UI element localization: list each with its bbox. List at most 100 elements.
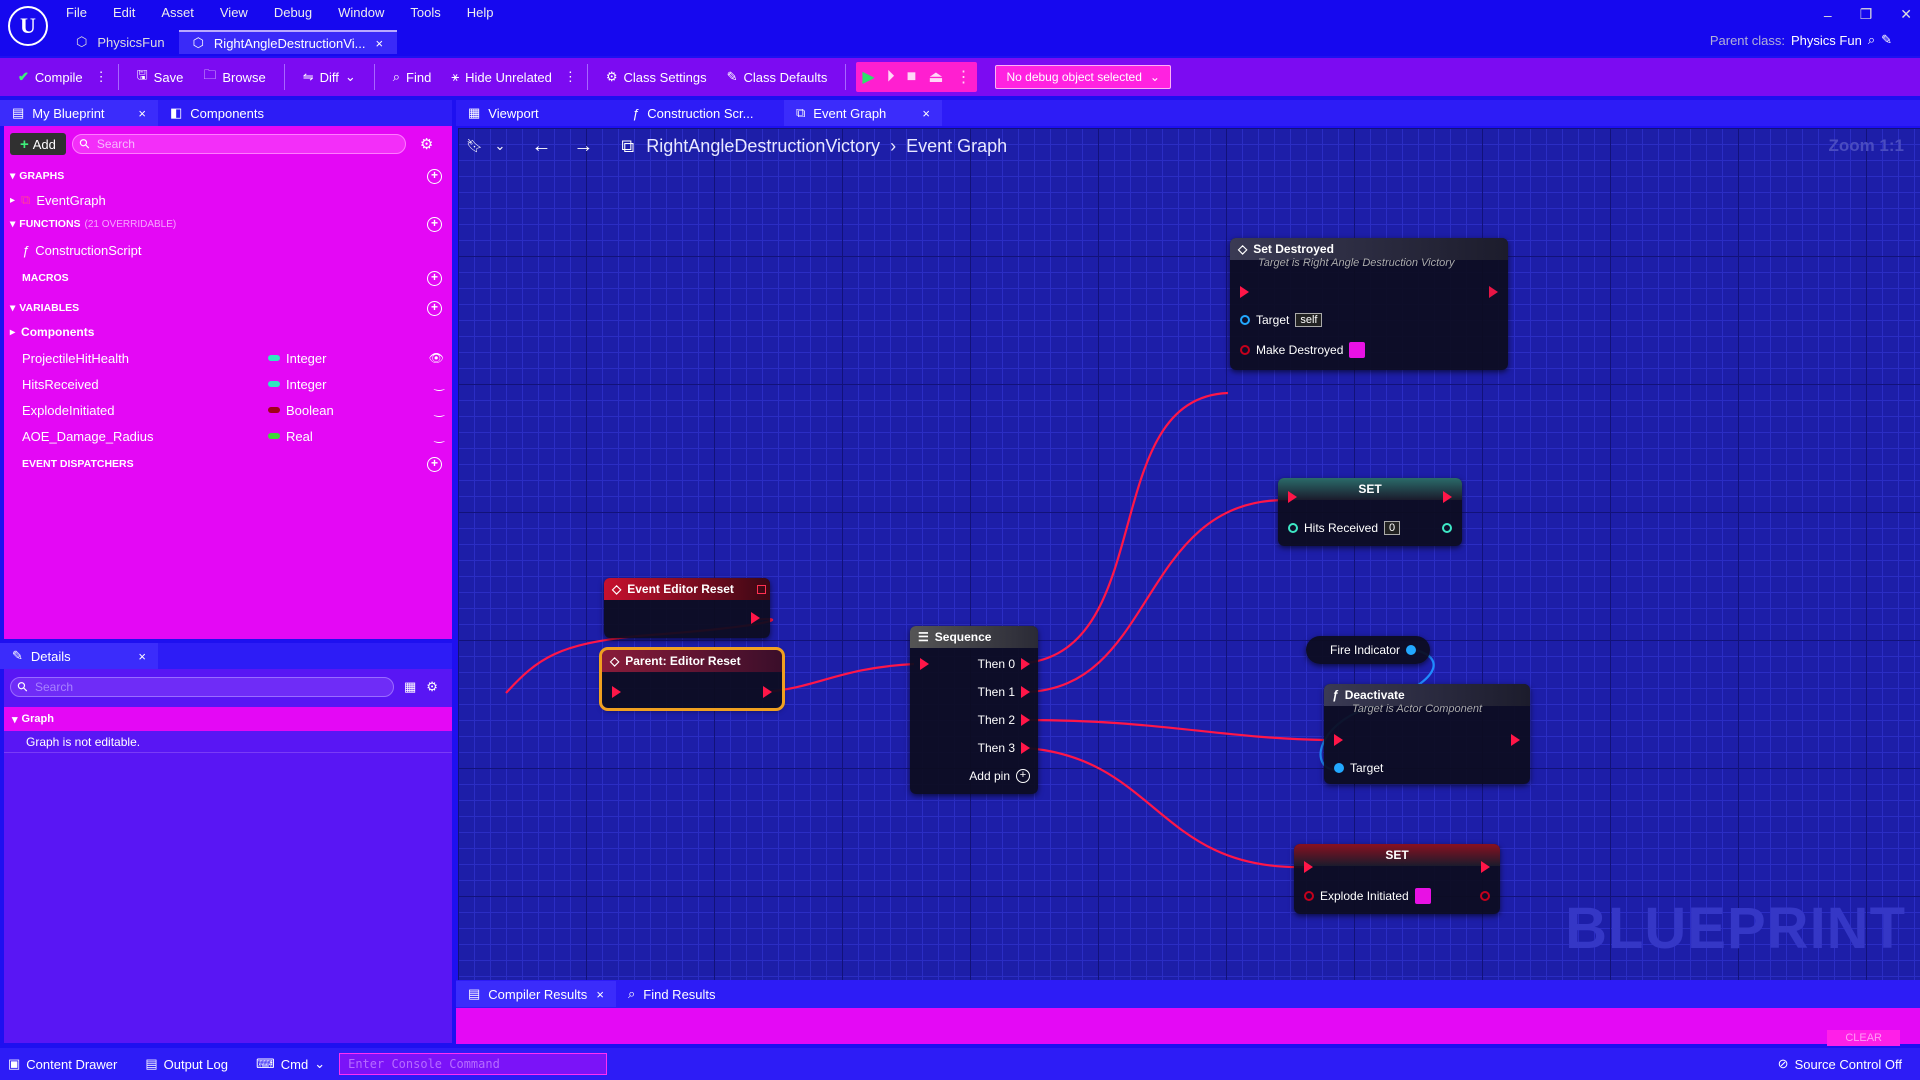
node-set-explode-initiated[interactable]: SET Explode Initiated [1294, 844, 1500, 914]
browse-button[interactable]: 🗀 Browse [195, 62, 273, 92]
exec-in-pin[interactable] [612, 682, 621, 702]
target-pin[interactable]: Target [1334, 758, 1383, 778]
add-pin-button[interactable]: Add pin + [969, 766, 1030, 786]
node-set-hits-received[interactable]: SET Hits Received 0 [1278, 478, 1462, 546]
explode-initiated-out-pin[interactable] [1480, 886, 1490, 906]
function-item-construction-script[interactable]: ƒ ConstructionScript [4, 238, 452, 262]
tab-construction-script[interactable]: ƒ Construction Scr... [620, 100, 784, 126]
exec-out-pin[interactable] [1489, 282, 1498, 302]
exec-in-pin[interactable] [1304, 857, 1313, 877]
breadcrumb-blueprint[interactable]: RightAngleDestructionVictory [646, 135, 881, 156]
add-graph-icon[interactable]: + [427, 169, 442, 184]
variable-item[interactable]: HitsReceived Integer ‿ [4, 372, 452, 396]
visibility-eye-icon[interactable]: 👁 [428, 351, 444, 365]
back-arrow-icon[interactable]: ← [531, 134, 552, 157]
chevron-down-icon[interactable]: ⌄ [494, 138, 506, 153]
tab-find-results[interactable]: ⌕ Find Results [616, 981, 728, 1007]
content-drawer-button[interactable]: ▣ Content Drawer [8, 1056, 117, 1072]
menu-debug[interactable]: Debug [273, 4, 313, 20]
exec-out-pin[interactable] [1511, 730, 1520, 750]
menu-file[interactable]: File [66, 4, 87, 20]
checkbox[interactable] [1414, 888, 1431, 904]
exec-in-pin[interactable] [920, 654, 929, 674]
exec-out-pin[interactable] [1443, 487, 1452, 507]
add-button[interactable]: + Add [10, 133, 66, 155]
close-icon[interactable]: × [922, 105, 930, 121]
find-button[interactable]: ⌕ Find [385, 62, 440, 92]
more-options-icon[interactable]: ⋮ [563, 69, 577, 84]
menu-help[interactable]: Help [466, 4, 494, 20]
output-log-button[interactable]: ▤ Output Log [145, 1056, 228, 1072]
clear-button[interactable]: CLEAR [1827, 1030, 1900, 1046]
console-command-input[interactable]: Enter Console Command [339, 1053, 608, 1075]
exec-in-pin[interactable] [1240, 282, 1249, 302]
exec-out-pin[interactable] [751, 608, 760, 628]
class-defaults-button[interactable]: ✎ Class Defaults [719, 62, 836, 92]
table-view-icon[interactable]: ▦ [404, 679, 417, 694]
eject-icon[interactable]: ⏏ [928, 69, 944, 86]
section-functions[interactable]: ▾ FUNCTIONS (21 OVERRIDABLE) + [4, 212, 452, 236]
gear-icon[interactable]: ⚙ [419, 136, 434, 153]
node-set-destroyed[interactable]: ◇ Set Destroyed Target is Right Angle De… [1230, 238, 1508, 370]
exec-in-pin[interactable] [1288, 487, 1297, 507]
play-options-icon[interactable]: ⋮ [955, 69, 972, 86]
variable-item[interactable]: AOE_Damage_Radius Real ‿ [4, 424, 452, 448]
add-macro-icon[interactable]: + [427, 271, 442, 286]
mybp-search-input[interactable]: Search [71, 134, 406, 154]
diff-button[interactable]: ⇋ Diff ⌄ [295, 62, 364, 92]
make-destroyed-pin[interactable]: Make Destroyed [1240, 340, 1366, 360]
restore-icon[interactable]: ❐ [1859, 6, 1873, 22]
section-event-dispatchers[interactable]: EVENT DISPATCHERS + [4, 452, 452, 476]
then-0-pin[interactable]: Then 0 [978, 654, 1030, 674]
compile-options-icon[interactable]: ⋮ [94, 69, 108, 84]
add-dispatcher-icon[interactable]: + [427, 457, 442, 472]
play-icon[interactable]: ▶ [862, 69, 875, 86]
stop-icon[interactable]: ■ [906, 68, 917, 85]
target-pin[interactable]: Target self [1240, 310, 1323, 330]
section-graphs[interactable]: ▾ GRAPHS + [4, 164, 452, 188]
add-variable-icon[interactable]: + [427, 301, 442, 316]
source-control-status[interactable]: ⊘ Source Control Off [1778, 1056, 1902, 1072]
breadcrumb-graph[interactable]: Event Graph [906, 135, 1008, 156]
gear-icon[interactable]: ⚙ [426, 679, 438, 694]
section-macros[interactable]: MACROS + [4, 266, 452, 290]
graph-hierarchy-icon[interactable]: ⧉ [621, 135, 635, 156]
save-button[interactable]: 🖫 Save [129, 62, 192, 92]
pin-value[interactable]: 0 [1384, 521, 1401, 535]
node-event-editor-reset[interactable]: ◇ Event Editor Reset [604, 578, 770, 638]
forward-arrow-icon[interactable]: → [573, 134, 594, 157]
hits-received-out-pin[interactable] [1442, 518, 1452, 538]
close-icon[interactable]: × [138, 648, 146, 664]
hide-unrelated-button[interactable]: ⚹ Hide Unrelated [443, 62, 560, 92]
node-fire-indicator[interactable]: Fire Indicator [1306, 636, 1430, 664]
bookmark-icon[interactable]: 🔖︎ [466, 138, 483, 153]
class-settings-button[interactable]: ⚙ Class Settings [598, 62, 715, 92]
visibility-closed-icon[interactable]: ‿ [434, 429, 444, 443]
event-graph-canvas[interactable]: 🔖︎ ⌄ ← → ⧉ RightAngleDestructionVictory … [458, 128, 1920, 980]
checkbox[interactable] [1349, 342, 1366, 358]
tab-details[interactable]: ✎ Details × [0, 643, 158, 669]
menu-view[interactable]: View [219, 4, 248, 20]
add-function-icon[interactable]: + [427, 217, 442, 232]
variables-category-components[interactable]: ▸ Components [4, 320, 452, 344]
doc-tab-physicsfun[interactable]: ⬡ PhysicsFun [62, 30, 179, 54]
visibility-closed-icon[interactable]: ‿ [434, 377, 444, 391]
close-icon[interactable]: × [138, 105, 146, 121]
variable-item[interactable]: ExplodeInitiated Boolean ‿ [4, 398, 452, 422]
tab-my-blueprint[interactable]: ▤ My Blueprint × [0, 100, 158, 126]
graph-item-eventgraph[interactable]: ▸ ⧉ EventGraph [4, 188, 452, 212]
then-2-pin[interactable]: Then 2 [978, 710, 1030, 730]
hits-received-pin[interactable]: Hits Received 0 [1288, 518, 1401, 538]
fire-indicator-pin[interactable]: Fire Indicator [1330, 640, 1417, 660]
node-parent-editor-reset[interactable]: ◇ Parent: Editor Reset [599, 647, 785, 711]
variable-item[interactable]: ProjectileHitHealth Integer 👁 [4, 346, 452, 370]
node-sequence[interactable]: ☰ Sequence Then 0 Then 1 Then 2 Then 3 A… [910, 626, 1038, 794]
close-icon[interactable]: × [375, 35, 384, 51]
close-icon[interactable]: × [596, 986, 604, 1002]
unreal-logo-icon[interactable]: U [8, 6, 48, 46]
exec-in-pin[interactable] [1334, 730, 1343, 750]
debug-object-select[interactable]: No debug object selected ⌄ [995, 65, 1171, 89]
exec-out-pin[interactable] [763, 682, 772, 702]
details-search-input[interactable]: Search [10, 677, 394, 697]
menu-tools[interactable]: Tools [410, 4, 441, 20]
